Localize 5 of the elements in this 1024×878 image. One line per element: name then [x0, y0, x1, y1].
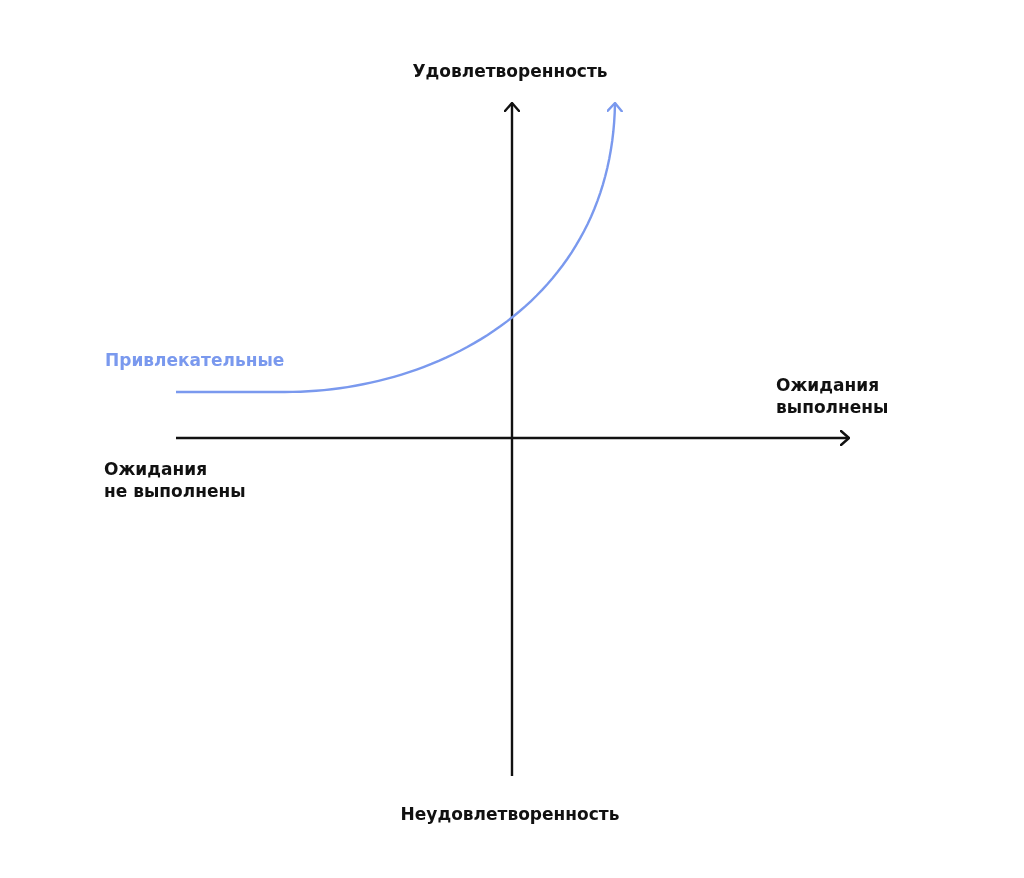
- axis-label: Ожидания выполнены: [776, 374, 890, 418]
- axis-label: Неудовлетворенность: [400, 803, 620, 825]
- axis-label: Удовлетворенность: [412, 60, 608, 82]
- curve-label: Привлекательные: [105, 349, 285, 371]
- axis-label: Ожидания не выполнены: [104, 458, 246, 502]
